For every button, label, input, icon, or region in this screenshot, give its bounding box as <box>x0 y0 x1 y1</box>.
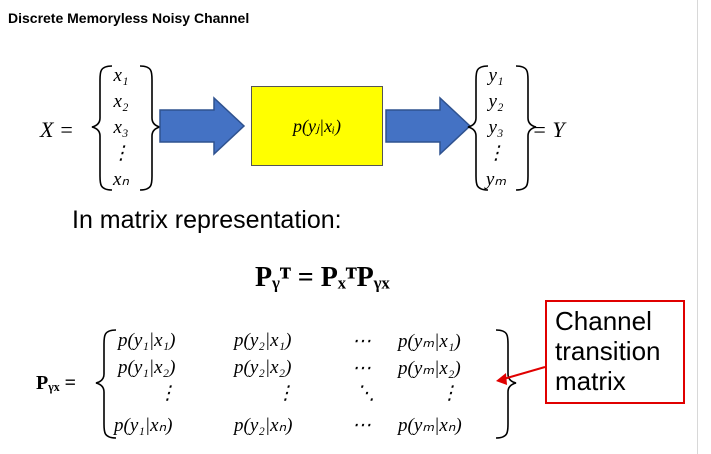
matrix-cell: p(y₁|x₁) <box>118 330 176 351</box>
input-item: xₙ <box>112 169 129 190</box>
matrix-cell: p(yₘ|xₙ) <box>398 415 462 436</box>
input-left-brace <box>91 65 113 191</box>
output-arrow <box>385 96 472 156</box>
slide-title: Discrete Memoryless Noisy Channel <box>8 10 250 26</box>
pyx-label: Pᵧₓ = <box>36 372 76 394</box>
matrix-right-brace <box>495 329 517 439</box>
output-item: y₂ <box>488 91 504 112</box>
input-arrow <box>159 96 246 156</box>
matrix-cell: p(yₘ|x₂) <box>398 358 461 379</box>
callout-line: matrix <box>555 366 626 396</box>
input-item: x₂ <box>113 91 129 112</box>
output-item: y₁ <box>488 65 504 86</box>
callout-line: transition <box>555 336 661 366</box>
matrix-cell: p(y₁|x₂) <box>118 357 176 378</box>
matrix-cell: p(y₂|x₂) <box>234 357 292 378</box>
input-item: x₃ <box>113 117 129 138</box>
matrix-cell: ⋯ <box>352 415 371 436</box>
page-divider <box>697 0 698 454</box>
input-item: x₁ <box>113 65 129 86</box>
matrix-cell: ⋯ <box>352 358 371 379</box>
callout-box: Channel transition matrix <box>545 300 685 404</box>
output-item: y₃ <box>488 117 504 138</box>
channel-box: p(yⱼ|xᵢ) <box>251 86 383 166</box>
callout-line: Channel <box>555 306 652 336</box>
matrix-left-brace <box>95 329 117 439</box>
matrix-cell: p(y₁|xₙ) <box>114 415 173 436</box>
output-item: ⋮ <box>486 143 506 164</box>
matrix-cell: p(y₂|xₙ) <box>234 415 293 436</box>
input-vector: x₁ x₂ x₃ ⋮ xₙ <box>101 63 141 193</box>
output-label: = Y <box>532 117 565 142</box>
matrix-cell: ⋮ <box>158 383 177 404</box>
matrix-cell: ⋱ <box>356 383 375 404</box>
channel-label: p(yⱼ|xᵢ) <box>293 115 341 136</box>
matrix-cell: ⋯ <box>352 331 371 352</box>
matrix-cell: p(y₂|x₁) <box>234 330 292 351</box>
matrix-cell: ⋮ <box>276 383 295 404</box>
matrix-caption: In matrix representation: <box>72 206 342 234</box>
output-left-brace <box>467 65 489 191</box>
output-item: yₘ <box>485 169 507 190</box>
input-item: ⋮ <box>111 143 131 164</box>
callout-arrowhead <box>496 373 507 385</box>
main-equation: Pᵧᵀ = PₓᵀPᵧₓ <box>255 262 390 293</box>
input-right-brace <box>139 65 161 191</box>
input-label: X = <box>40 117 74 142</box>
callout-pointer <box>499 366 546 381</box>
output-vector: y₁ y₂ y₃ ⋮ yₘ <box>476 63 516 193</box>
matrix-cell: ⋮ <box>440 383 459 404</box>
matrix-cell: p(yₘ|x₁) <box>398 331 461 352</box>
output-right-brace <box>515 65 537 191</box>
